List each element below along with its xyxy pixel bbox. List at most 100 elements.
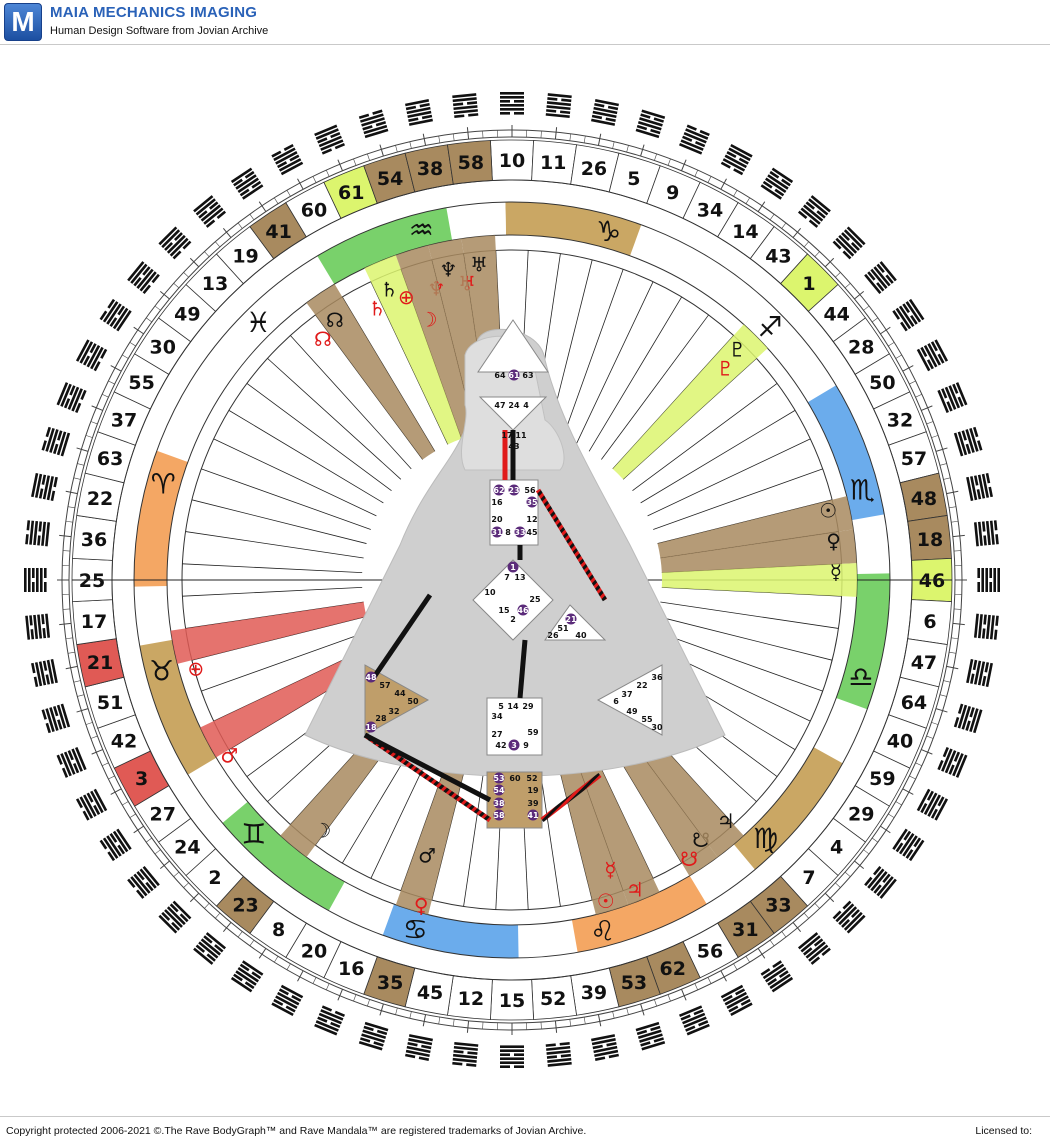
hexagram-icon (761, 960, 794, 992)
gate-number: 2 (208, 867, 221, 889)
bodygraph-gate-number: 15 (498, 606, 510, 615)
bodygraph-gate-number: 3 (511, 741, 517, 750)
capricorn-icon: ♑ (596, 215, 621, 248)
bodygraph-gate-number: 58 (493, 811, 505, 820)
venus-icon: ♀ (826, 529, 841, 553)
gate-number: 50 (869, 372, 895, 394)
hexagram-icon (42, 704, 71, 734)
mercury-icon: ☿ (604, 858, 616, 882)
bodygraph-gate-number: 54 (493, 786, 505, 795)
earth-icon: ⊕ (398, 285, 415, 309)
hexagram-icon (25, 520, 50, 546)
gate-number: 44 (823, 304, 849, 326)
hexagram-icon (24, 568, 47, 592)
hexagram-icon (500, 92, 524, 115)
gate-number: 55 (128, 372, 154, 394)
bodygraph-gate-number: 49 (626, 707, 638, 716)
gate-number: 39 (581, 982, 607, 1004)
hexagram-icon (158, 226, 191, 259)
gate-number: 31 (732, 919, 758, 941)
gate-number: 13 (202, 273, 228, 295)
aquarius-icon: ♒ (409, 214, 434, 247)
hexagram-icon (405, 99, 433, 126)
hexagram-icon (57, 747, 87, 778)
hexagram-icon (591, 99, 619, 126)
gate-number: 58 (458, 152, 484, 174)
leo-icon: ♌ (590, 914, 615, 947)
hexagram-icon (679, 1005, 710, 1035)
gate-number: 12 (458, 988, 484, 1010)
bodygraph-gate-number: 12 (526, 515, 537, 524)
hexagram-icon (974, 520, 999, 546)
hexagram-icon (833, 226, 866, 259)
bodygraph-gate-number: 39 (527, 799, 539, 808)
hexagram-icon (76, 789, 107, 821)
gate-number: 14 (732, 221, 758, 243)
hexagram-icon (500, 1045, 524, 1068)
jupiter-icon: ♃ (626, 878, 644, 902)
gate-number: 22 (87, 488, 113, 510)
maia-logo: M (4, 3, 42, 41)
aries-icon: ♈ (151, 467, 176, 500)
mercury-icon: ☿ (830, 560, 842, 584)
hexagram-icon (761, 168, 794, 200)
bodygraph-gate-number: 19 (527, 786, 539, 795)
bodygraph-gate-number: 10 (484, 588, 496, 597)
gate-number: 28 (848, 337, 874, 359)
hexagram-icon (127, 866, 160, 899)
gate-number: 56 (697, 940, 723, 962)
gate-number: 29 (848, 803, 874, 825)
bodygraph-gate-number: 17 (501, 431, 512, 440)
hexagram-icon (636, 110, 666, 139)
hexagram-icon (636, 1022, 666, 1051)
hexagram-icon (314, 125, 345, 155)
app-subtitle: Human Design Software from Jovian Archiv… (50, 25, 268, 37)
gate-number: 9 (666, 182, 679, 204)
bodygraph-gate-number: 26 (547, 631, 559, 640)
gate-number: 36 (81, 529, 107, 551)
bodygraph-gate-number: 41 (527, 811, 539, 820)
hexagram-icon (721, 985, 753, 1016)
hexagram-icon (193, 932, 226, 965)
virgo-icon: ♍ (753, 822, 778, 855)
bodygraph-gate-number: 1 (510, 563, 516, 572)
hexagram-icon (974, 614, 999, 640)
bodygraph-gate-number: 50 (407, 697, 419, 706)
gate-number: 34 (697, 200, 723, 222)
hexagram-icon (100, 299, 132, 332)
hexagram-icon (42, 427, 71, 457)
venus-icon: ♀ (414, 893, 429, 917)
bodygraph-gate-number: 64 (494, 371, 506, 380)
gate-number: 16 (338, 958, 364, 980)
gate-number: 10 (499, 150, 525, 172)
bodygraph-gate-number: 61 (508, 371, 520, 380)
north-node-icon: ☊ (314, 327, 332, 351)
hexagram-icon (966, 659, 993, 687)
gate-number: 21 (87, 652, 113, 674)
hexagram-icon (271, 985, 303, 1016)
hexagram-icon (721, 144, 753, 175)
app-title: MAIA MECHANICS IMAGING (50, 4, 257, 21)
bodygraph-gate-number: 11 (515, 431, 527, 440)
gate-number: 42 (111, 731, 137, 753)
gate-number: 57 (901, 448, 927, 470)
bodygraph-gate-number: 25 (529, 595, 541, 604)
bodygraph-gate-number: 57 (379, 681, 390, 690)
hexagram-icon (76, 339, 107, 371)
bodygraph-gate-number: 14 (507, 702, 519, 711)
bodygraph-gate-number: 18 (365, 723, 377, 732)
gemini-icon: ♊ (241, 818, 266, 851)
gate-number: 1 (802, 273, 815, 295)
gate-number: 26 (581, 158, 607, 180)
hexagram-icon (954, 427, 983, 457)
bodygraph-gate-number: 53 (493, 774, 504, 783)
hexagram-icon (937, 747, 967, 778)
jupiter-icon: ♃ (717, 809, 735, 833)
bodygraph-gate-number: 8 (505, 528, 511, 537)
hexagram-icon (452, 93, 478, 118)
gate-number: 17 (81, 611, 107, 633)
hexagram-icon (25, 614, 50, 640)
bodygraph-gate-number: 32 (388, 707, 399, 716)
bodygraph-gate-number: 4 (523, 401, 529, 410)
gate-number: 54 (377, 168, 403, 190)
